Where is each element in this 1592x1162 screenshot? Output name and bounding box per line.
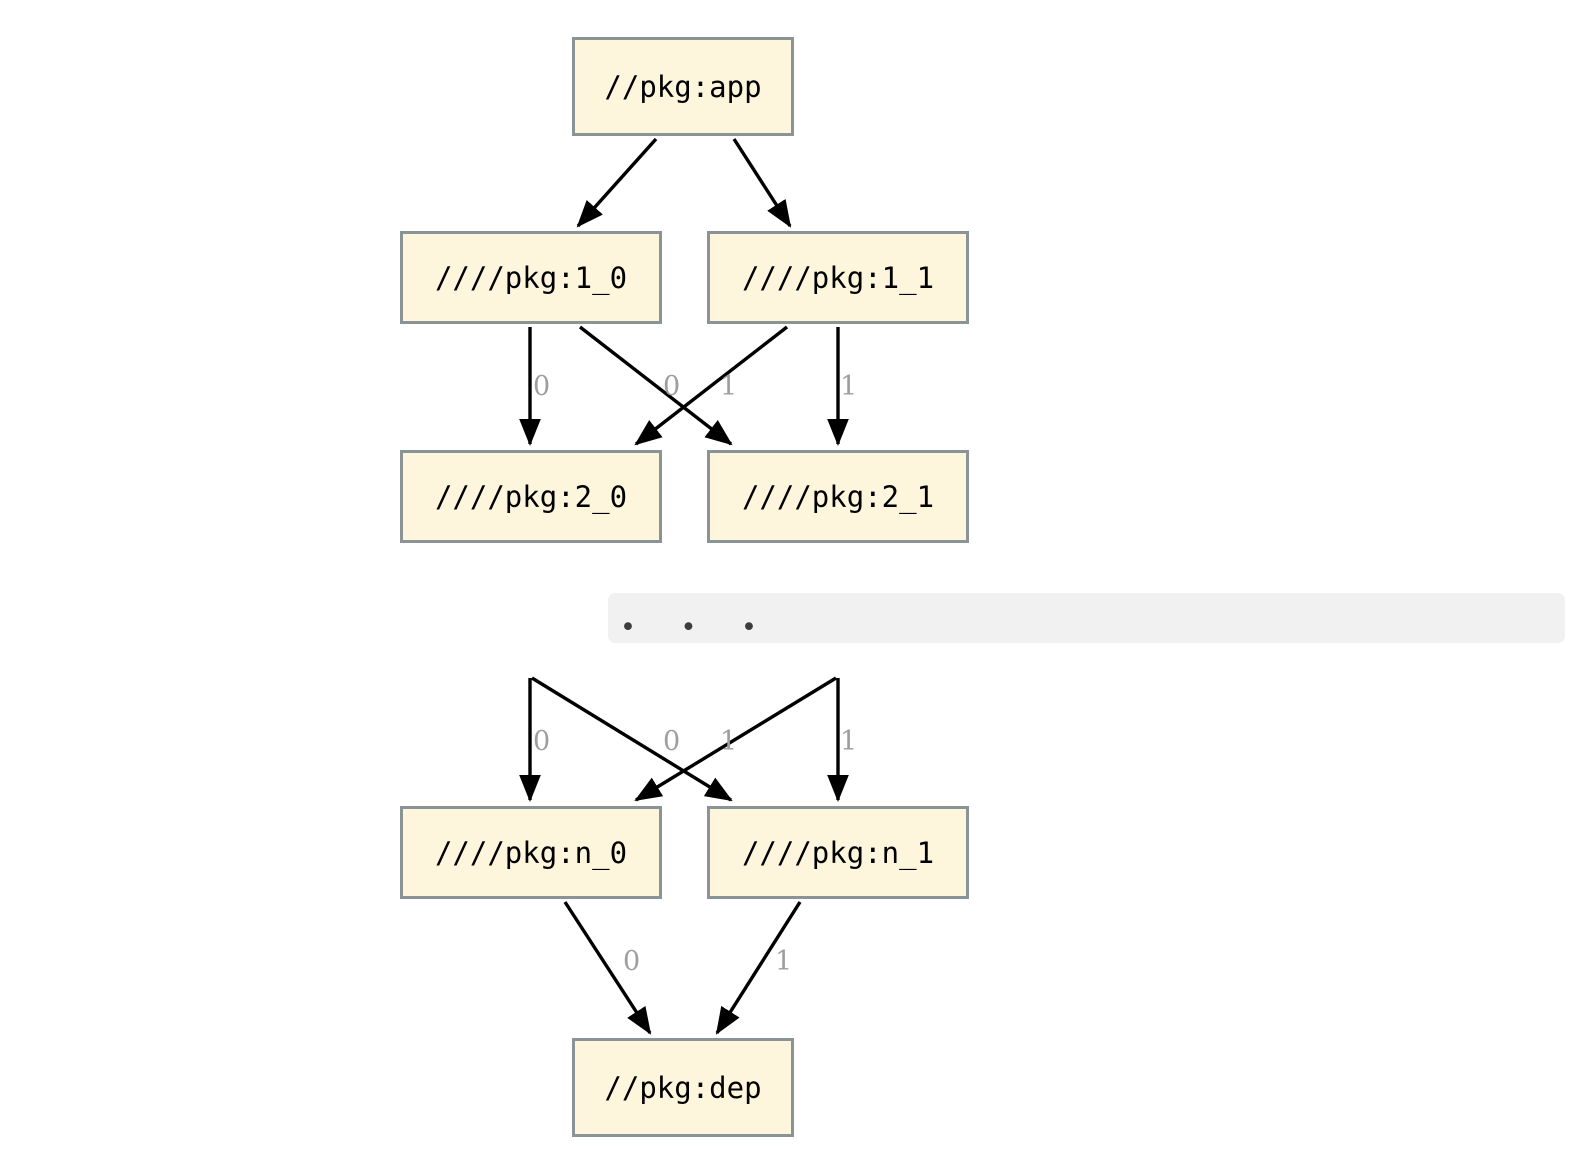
node-l1_0[interactable]: ////pkg:1_0 [400, 231, 662, 324]
edge-app-to-l1_1 [732, 138, 792, 228]
ellipsis-band: • • • [608, 593, 1565, 643]
node-ln_1[interactable]: ////pkg:n_1 [707, 806, 969, 899]
node-label-l1_1: ////pkg:1_1 [741, 260, 935, 295]
edge-label-l1_0-to-l2_0: 0 [533, 371, 551, 402]
edge-label-l1_1-to-l2_1: 1 [840, 371, 858, 402]
node-l1_1[interactable]: ////pkg:1_1 [707, 231, 969, 324]
node-label-app: //pkg:app [604, 69, 762, 104]
node-l2_0[interactable]: ////pkg:2_0 [400, 450, 662, 543]
edge-label-source-to-ln_0: 1 [720, 726, 738, 757]
node-dep[interactable]: //pkg:dep [572, 1038, 794, 1137]
node-label-ln_0: ////pkg:n_0 [434, 835, 628, 870]
node-label-dep: //pkg:dep [604, 1070, 762, 1105]
edge-source-to-ln_0 [634, 676, 837, 802]
node-label-ln_1: ////pkg:n_1 [741, 835, 935, 870]
edge-label-source-to-ln_1: 1 [840, 726, 858, 757]
edge-label-source-to-ln_1: 0 [663, 726, 681, 757]
node-l2_1[interactable]: ////pkg:2_1 [707, 450, 969, 543]
edge-label-source-to-ln_0: 0 [533, 726, 551, 757]
edge-label-ln_0-to-dep: 0 [623, 946, 641, 977]
node-label-l2_1: ////pkg:2_1 [741, 479, 935, 514]
edge-ln_0-to-dep [563, 901, 652, 1035]
edge-label-l1_1-to-l2_0: 1 [720, 371, 738, 402]
edge-source-to-ln_1 [531, 676, 733, 802]
edge-ln_1-to-dep [715, 901, 802, 1035]
ellipsis-dots: • • • [620, 612, 775, 643]
node-ln_0[interactable]: ////pkg:n_0 [400, 806, 662, 899]
edge-label-ln_1-to-dep: 1 [775, 946, 793, 977]
node-label-l1_0: ////pkg:1_0 [434, 260, 628, 295]
node-label-l2_0: ////pkg:2_0 [434, 479, 628, 514]
edge-app-to-l1_0 [576, 137, 658, 228]
edge-l1_1-to-l2_0 [634, 325, 789, 446]
edge-label-l1_0-to-l2_1: 0 [663, 371, 681, 402]
node-app[interactable]: //pkg:app [572, 37, 794, 136]
edge-l1_0-to-l2_1 [578, 325, 733, 446]
